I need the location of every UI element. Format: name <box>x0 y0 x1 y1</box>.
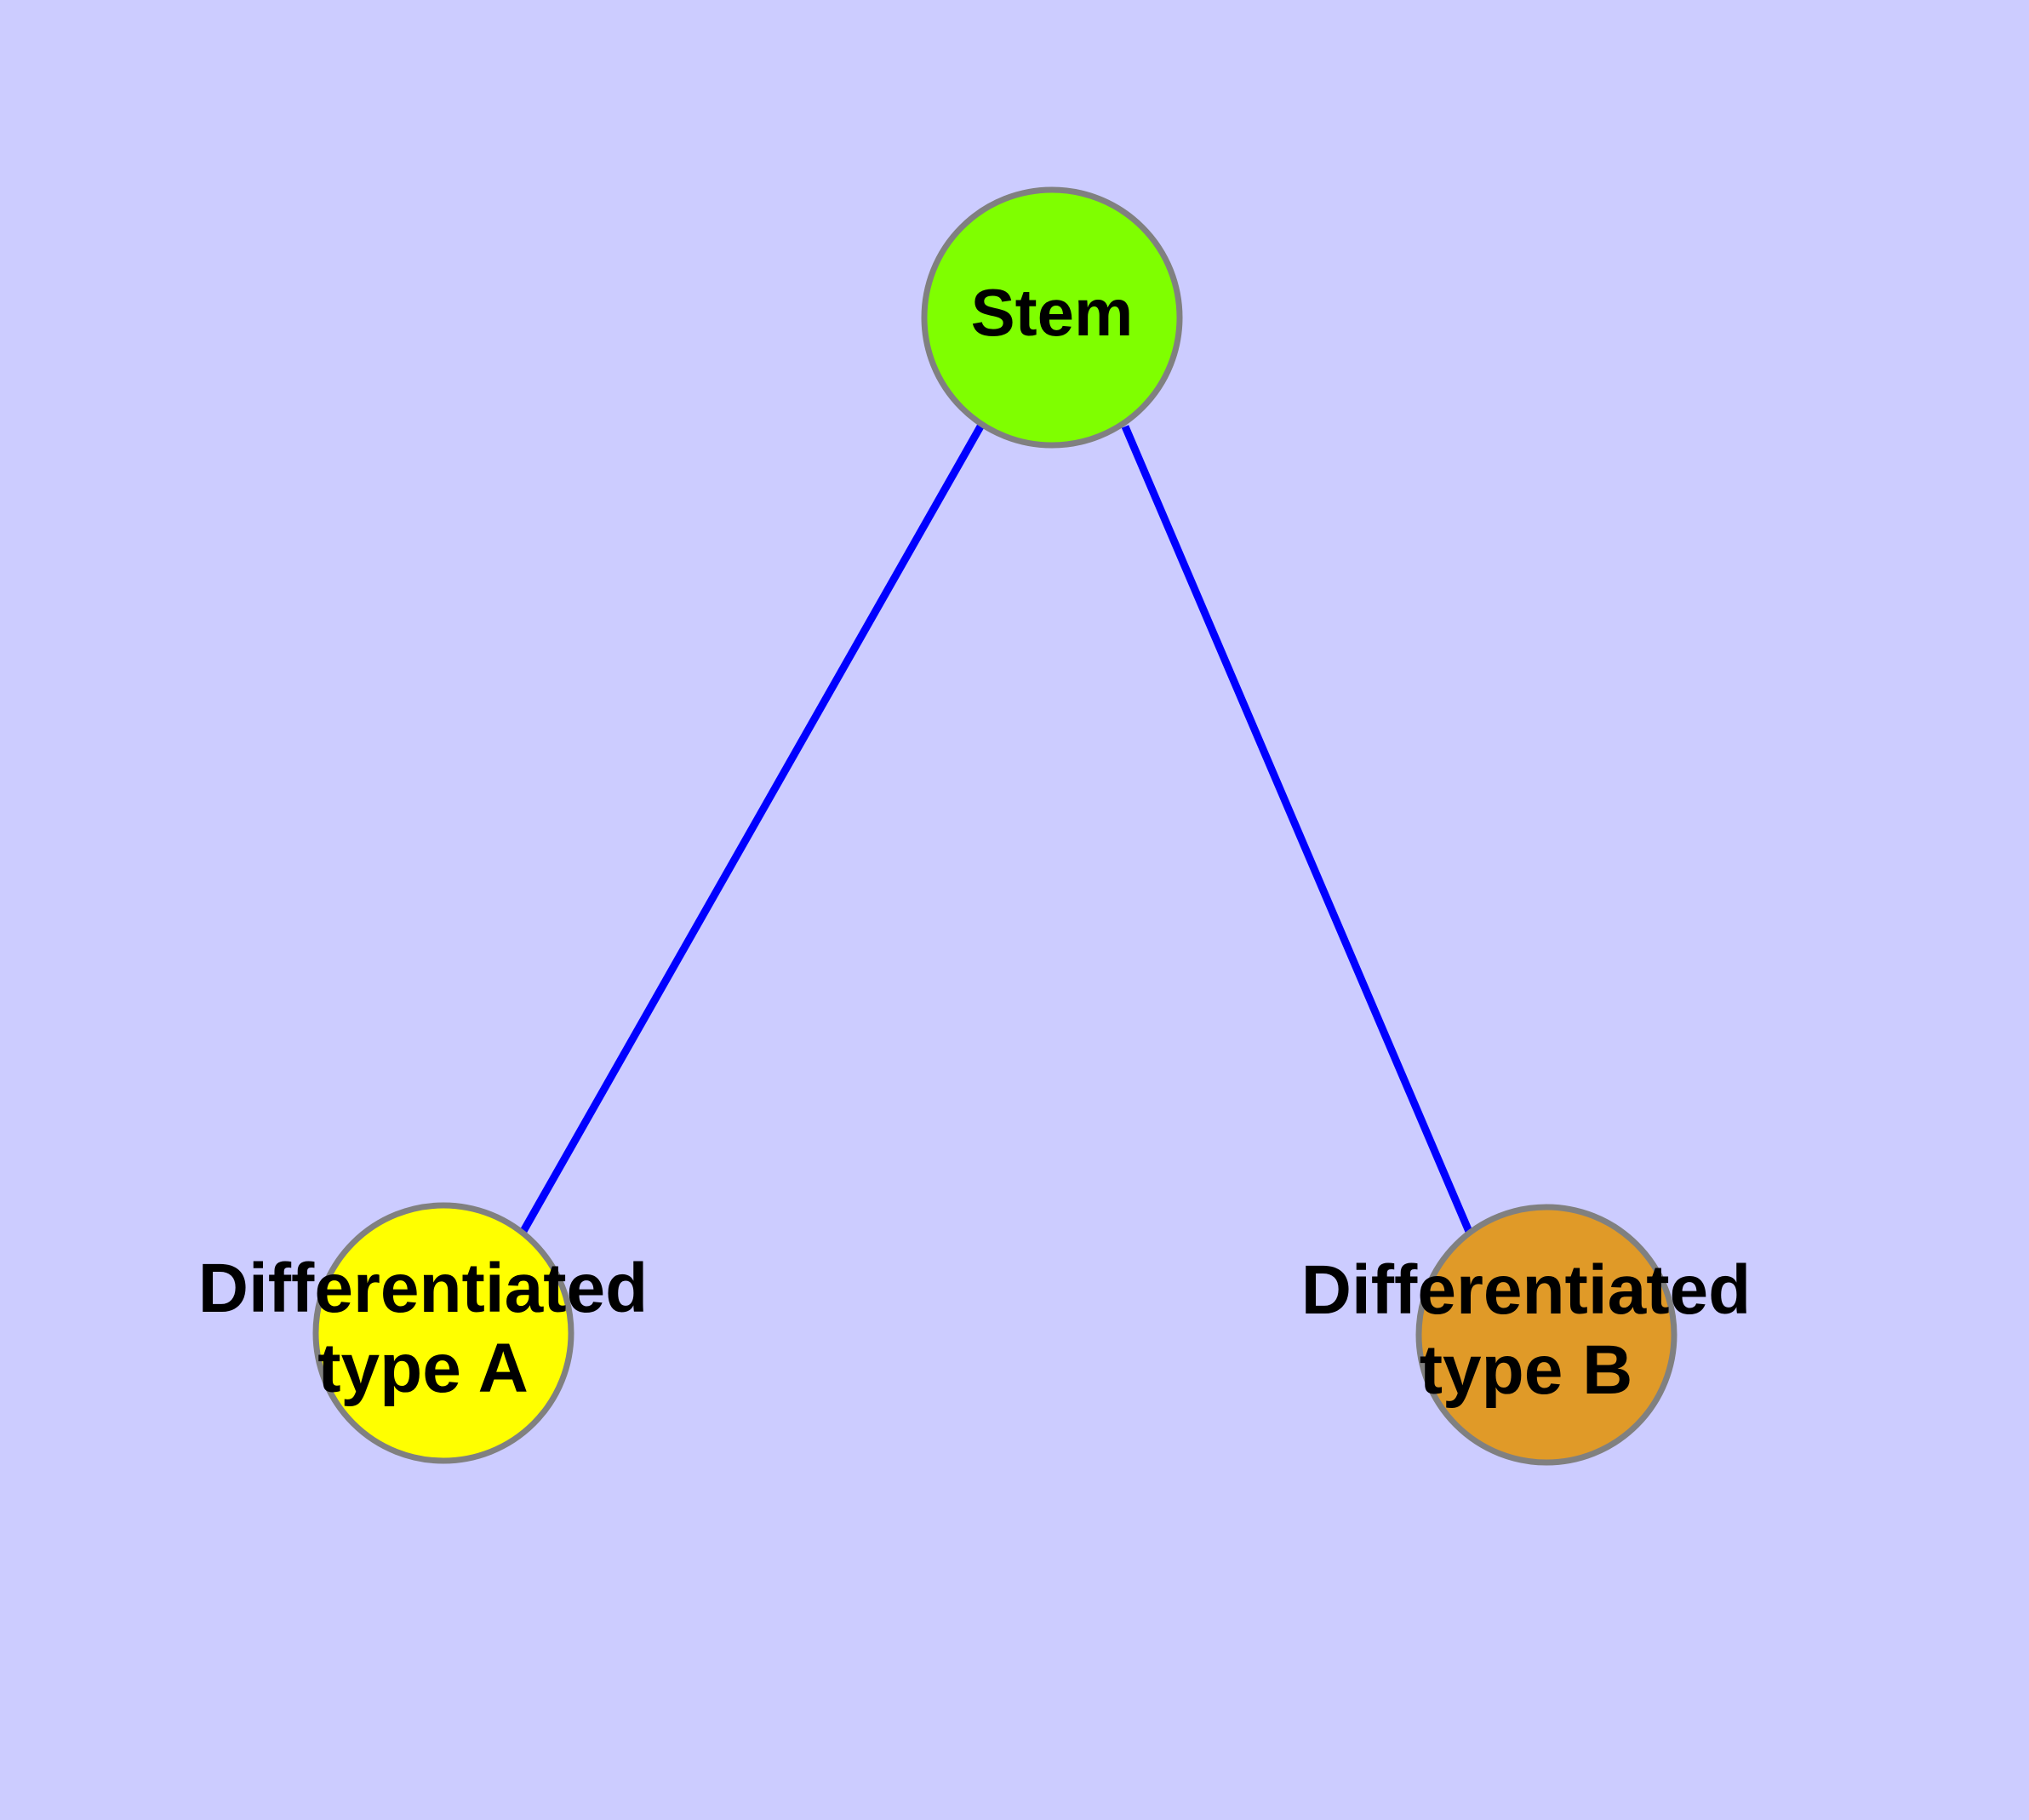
edge-stem-to-diff-b[interactable] <box>1121 425 1474 1235</box>
node-label-line: type A <box>317 1330 529 1407</box>
node-stem[interactable] <box>921 186 1183 449</box>
node-label-line: Differentiated <box>198 1250 649 1327</box>
edges-group <box>519 424 1474 1235</box>
node-differentiated-type-a[interactable] <box>312 1202 574 1464</box>
node-differentiated-type-b[interactable] <box>1415 1204 1677 1466</box>
node-label-line: type B <box>1420 1331 1633 1409</box>
edge-stem-to-diff-a[interactable] <box>519 424 984 1235</box>
nodes-group <box>312 186 1677 1466</box>
node-label-stem: Stem <box>971 275 1134 350</box>
node-label-line: Stem <box>971 275 1134 350</box>
node-label-line: Differentiated <box>1301 1251 1752 1329</box>
